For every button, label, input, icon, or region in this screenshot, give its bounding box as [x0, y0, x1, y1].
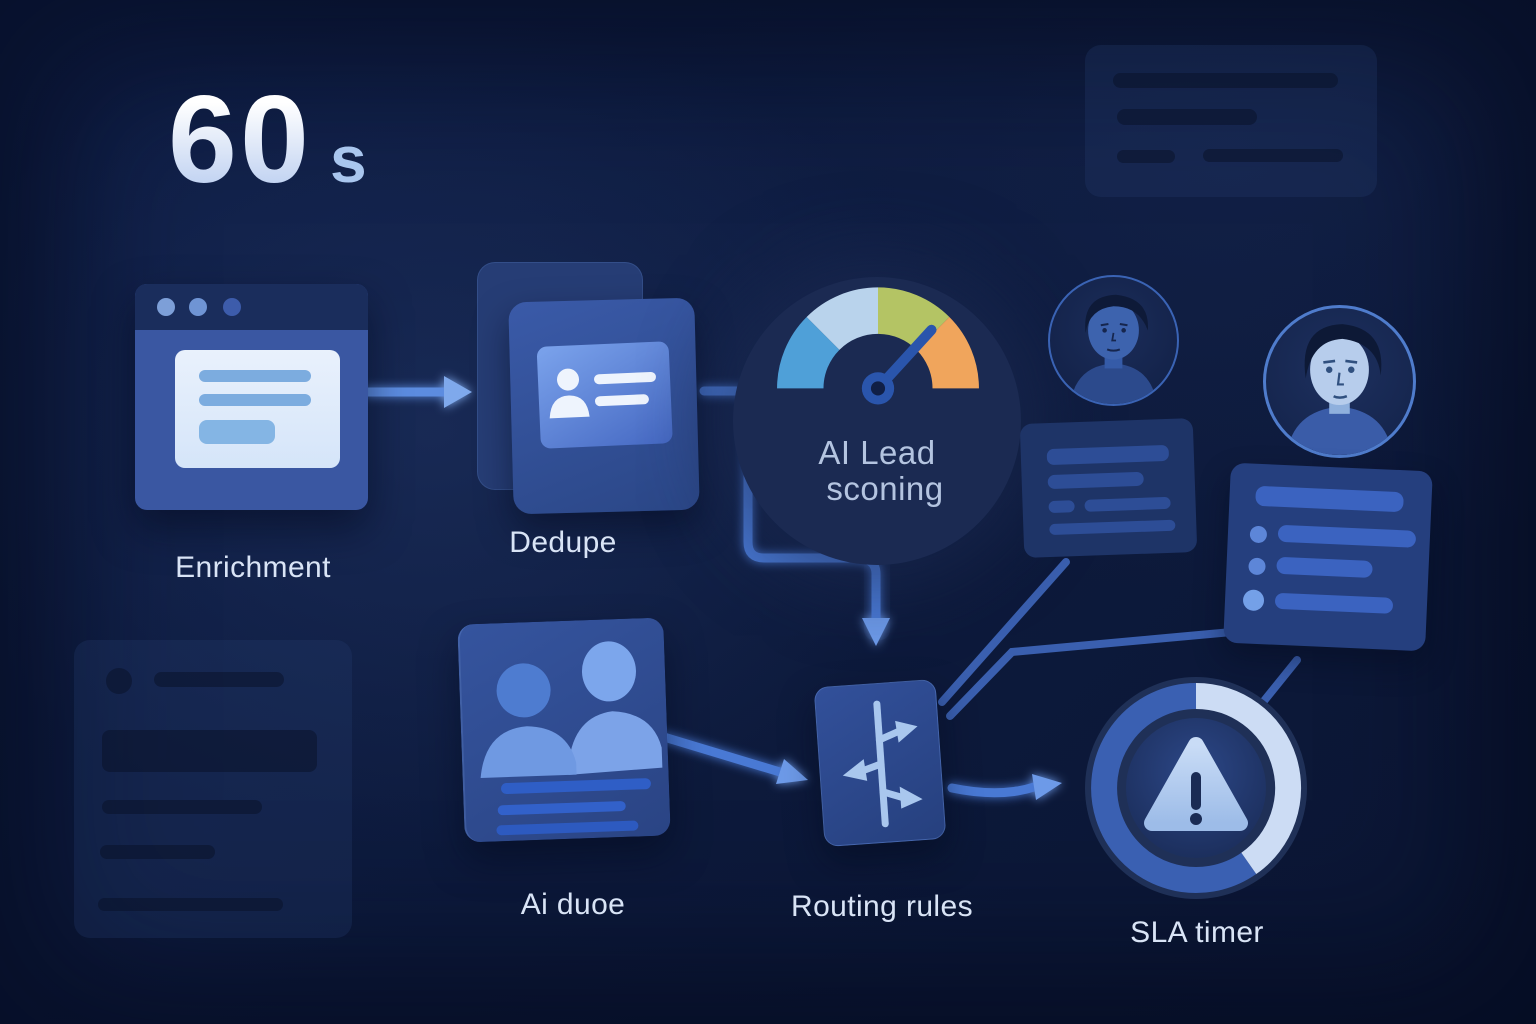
lead-score-gauge-icon [777, 287, 979, 405]
arrowhead-dedupe-to-routing [862, 618, 890, 646]
rep-avatar-1 [1048, 275, 1179, 406]
two-people-icon [480, 641, 663, 836]
signpost-routing-icon [842, 700, 923, 828]
arrow-dupe-to-routing [659, 732, 785, 777]
placeholder-avatar [106, 668, 132, 694]
enrichment-browser-window-icon [135, 284, 368, 510]
gauge-segment-lightblue [806, 287, 878, 350]
text-line-placeholder [593, 371, 657, 385]
placeholder-bar [1117, 109, 1257, 125]
headline-number: 60 [168, 71, 312, 209]
text-line-placeholder [1255, 485, 1404, 513]
window-dot-icon [223, 298, 241, 316]
text-line-placeholder [1277, 524, 1417, 548]
text-line-placeholder [594, 394, 650, 407]
link-routing-to-mid-card [938, 558, 1070, 706]
headline-60s: 60 s [168, 78, 367, 202]
background-card-top-right [1085, 45, 1377, 197]
gauge-hub-center [870, 381, 886, 396]
button-placeholder [199, 420, 275, 444]
avatar-face-icon [1070, 294, 1157, 404]
sla-ring-remaining [1195, 683, 1302, 875]
text-line-placeholder [199, 394, 311, 406]
rep-avatar-2 [1263, 305, 1416, 458]
placeholder-bar [100, 845, 215, 859]
bullet-dot [1249, 525, 1268, 544]
browser-titlebar [135, 284, 368, 330]
text-line-placeholder [1084, 496, 1171, 512]
sla-ring-elapsed [1091, 683, 1257, 893]
text-line-placeholder [1049, 519, 1176, 536]
arrowhead-routing-to-sla [1032, 774, 1062, 800]
placeholder-bar [1113, 73, 1338, 88]
placeholder-bar [1117, 150, 1175, 163]
avatar-face-icon [1286, 324, 1393, 455]
text-line-placeholder [199, 370, 311, 382]
enrichment-label: Enrichment [175, 551, 331, 584]
text-line-placeholder [1047, 471, 1144, 490]
arrowhead-dupe-to-routing [776, 759, 808, 784]
duplicate-leads-card [457, 617, 671, 843]
routing-label: Routing rules [791, 890, 973, 923]
headline-unit: s [329, 122, 367, 196]
arrowhead-enrichment-to-dedupe [444, 376, 472, 408]
dedupe-front-card [508, 297, 700, 515]
background-card-bottom-left [74, 640, 352, 938]
lead-card-mid [1019, 418, 1198, 558]
dupe-label: Ai duoe [520, 888, 626, 921]
exclamation-dot [1190, 813, 1202, 825]
arrow-routing-to-sla [947, 782, 1039, 798]
link-routing-to-right-card [946, 627, 1247, 720]
bullet-dot [1242, 589, 1265, 612]
placeholder-bar [98, 898, 283, 911]
contact-card-icon [536, 341, 673, 449]
text-line-placeholder [1048, 500, 1075, 514]
text-line-placeholder [1276, 556, 1373, 578]
lead-card-right [1223, 462, 1433, 652]
sla-timer-icon [1083, 675, 1309, 901]
scoring-label-line1: AI Lead [818, 434, 936, 471]
gauge-segment-blue [777, 317, 840, 389]
placeholder-block [102, 730, 317, 772]
dedupe-label: Dedupe [509, 526, 617, 559]
placeholder-bar [102, 800, 262, 814]
document-card [175, 350, 340, 468]
window-dot-icon [157, 298, 175, 316]
placeholder-bar [154, 672, 284, 687]
placeholder-bar [1203, 149, 1343, 162]
text-line-placeholder [1274, 592, 1394, 614]
text-line-placeholder [1046, 444, 1170, 466]
scoring-label-line2: sconing [826, 470, 944, 507]
sla-timer-svg [1085, 677, 1307, 899]
person-icon [549, 368, 590, 419]
window-dot-icon [189, 298, 207, 316]
bullet-dot [1248, 557, 1266, 576]
routing-rules-tile [813, 678, 947, 848]
sla-label: SLA timer [1130, 916, 1264, 949]
